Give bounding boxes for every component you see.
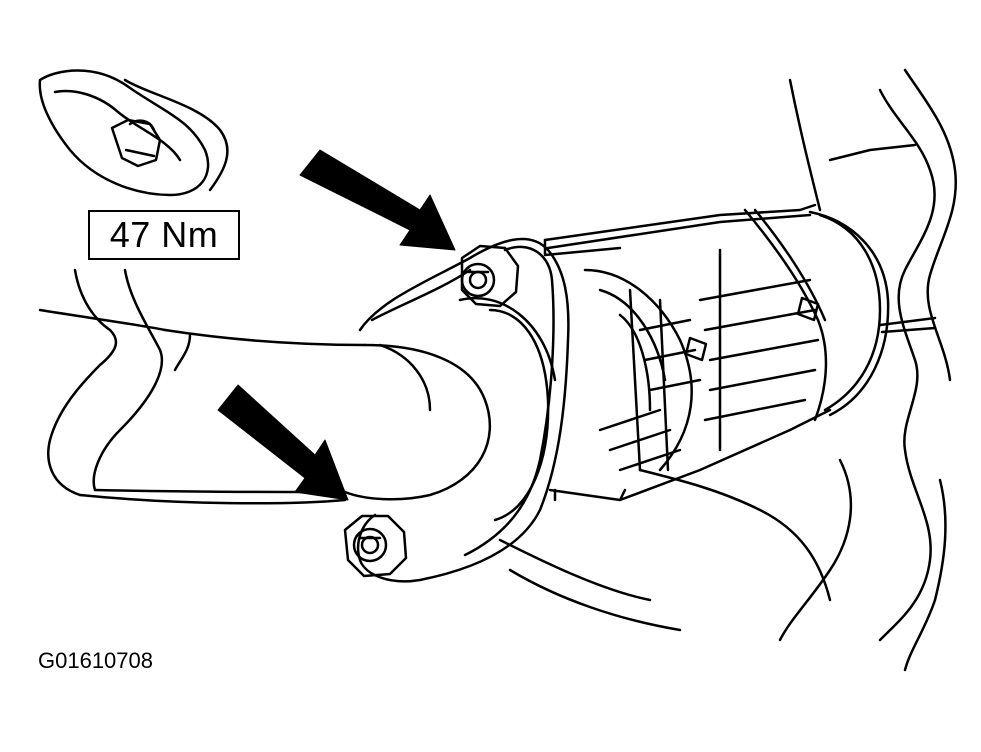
figure-id: G01610708 <box>38 648 153 673</box>
lower-flange-nut <box>343 514 408 578</box>
torque-value: 47 Nm <box>109 214 219 255</box>
catalytic-converter <box>543 203 937 602</box>
mount-bracket <box>38 69 229 197</box>
floor-pan-contour <box>38 268 347 505</box>
torque-callout: 47 Nm <box>88 210 240 260</box>
arrow-pointer-icon <box>217 384 349 501</box>
body-contour-right <box>498 68 958 672</box>
upper-flange-nut <box>460 244 520 308</box>
arrow-pointer-icon <box>299 149 456 251</box>
exhaust-pipe <box>93 328 492 501</box>
